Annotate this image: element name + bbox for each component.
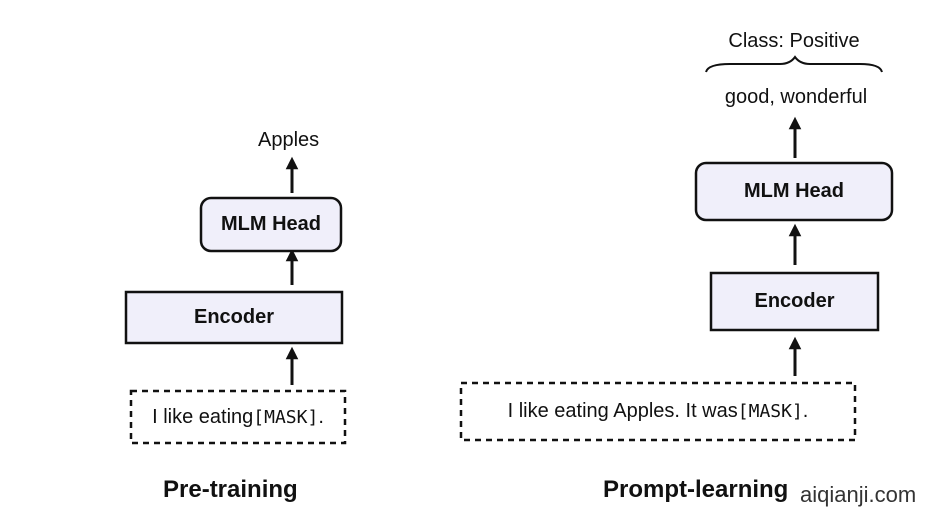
caption-prompt-learning: Prompt-learning <box>603 476 789 503</box>
input-text-right: I like eating Apples. It was [MASK]. <box>461 383 855 440</box>
input-end-right: . <box>802 400 809 422</box>
mlm-head-label-left: MLM Head <box>221 213 321 235</box>
encoder-label-left: Encoder <box>193 306 275 328</box>
output-label-right: good, wonderful <box>724 85 868 108</box>
mlm-head-box-right <box>694 161 894 222</box>
mask-token-right: [MASK] <box>737 401 803 422</box>
class-label: Class: Positive <box>728 29 860 52</box>
input-end-left: . <box>318 405 324 428</box>
input-prefix-right: I like eating Apples. It was <box>507 400 738 422</box>
input-text-left: I like eating [MASK]. <box>131 391 345 443</box>
mask-token-left: [MASK] <box>253 406 319 428</box>
mlm-head-box-left <box>199 196 343 253</box>
input-prefix-left: I like eating <box>152 405 254 428</box>
encoder-box-left <box>124 290 344 345</box>
mlm-head-label-right: MLM Head <box>744 180 844 202</box>
input-box-left <box>129 389 347 445</box>
curly-brace <box>705 55 883 73</box>
encoder-label-right: Encoder <box>754 290 835 312</box>
input-box-right <box>459 381 857 442</box>
watermark: aiqianji.com <box>800 482 917 508</box>
output-label-left: Apples <box>258 129 320 151</box>
caption-pre-training: Pre-training <box>163 476 298 503</box>
encoder-box-right <box>709 271 880 332</box>
